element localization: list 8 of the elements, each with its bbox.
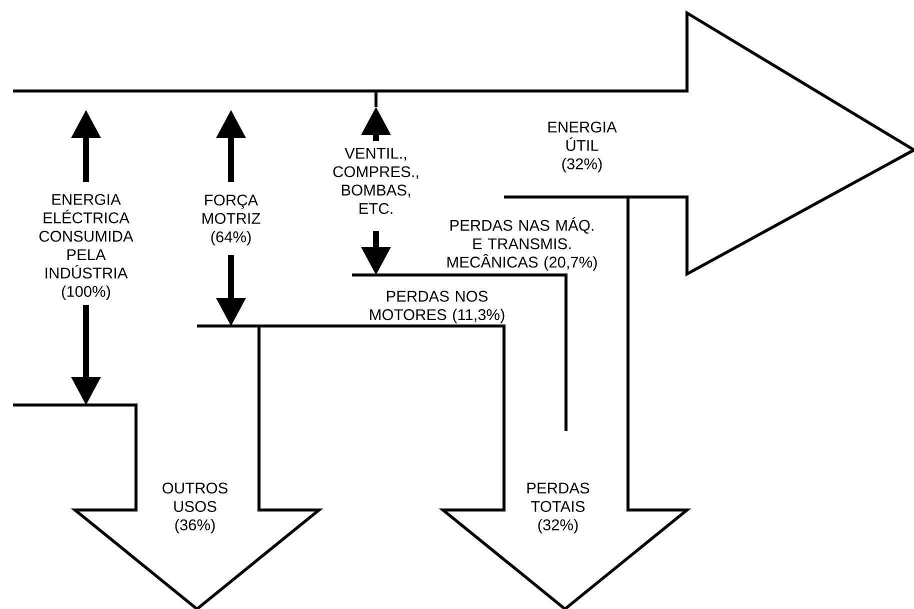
flow-label: OUTROS USOS (36%) [162,482,228,534]
flow-label: ENERGIA ELÉCTRICA CONSUMIDA PELA INDÚSTRIA (100%) [39,194,134,300]
flow-label: FORÇA MOTRIZ (64%) [202,194,260,246]
flow-label: PERDAS NAS MÁQ. E TRANSMIS. MECÂNICAS (20,7%) [447,217,597,271]
flow-label: PERDAS TOTAIS (32%) [527,482,590,534]
flow-label: PERDAS NOS MOTORES (11,3%) [370,290,504,324]
flow-label: ENERGIA ÚTIL (32%) [548,122,617,172]
flow-label: VENTIL., COMPRES., BOMBAS, ETC. [333,148,418,214]
